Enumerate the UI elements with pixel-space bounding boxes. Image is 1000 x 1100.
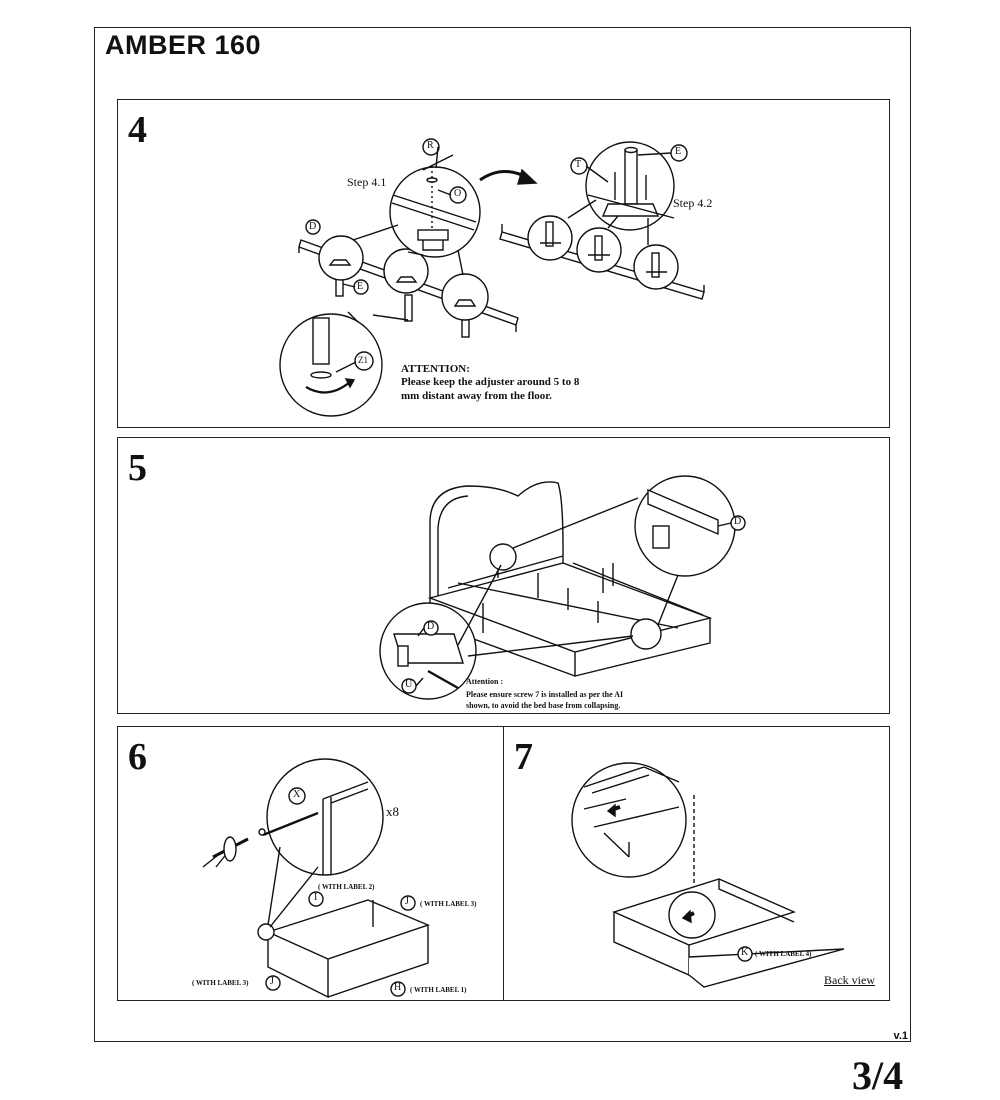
page-number: 3/4 <box>852 1053 904 1098</box>
with-label-2: ( WITH LABEL 2) <box>318 883 375 891</box>
attention-line-1: Please keep the adjuster around 5 to 8 <box>401 376 580 388</box>
step-7-diagram <box>571 762 845 988</box>
count-x8: x8 <box>386 804 399 819</box>
with-label-4: ( WITH LABEL 4) <box>755 950 812 958</box>
step-number: 5 <box>128 447 147 489</box>
attention-line-1: Please ensure screw 7 is installed as pe… <box>466 690 624 699</box>
back-view-caption: Back view <box>824 973 875 987</box>
attention-line-2: mm distant away from the floor. <box>401 390 552 402</box>
label-H: H <box>394 982 402 993</box>
step-7-panel: 7 K ( WITH LABEL 4) Back view <box>503 726 890 1001</box>
document-title: AMBER 160 <box>105 30 262 60</box>
attention-line-2: shown, to avoid the bed base from collap… <box>466 701 621 710</box>
step-6-panel: 6 X I J J H x8 ( WITH LABEL 2) ( WITH LA… <box>117 726 504 1001</box>
step-number: 4 <box>128 109 147 151</box>
attention-title: Attention : <box>466 677 504 686</box>
label-E: E <box>357 281 364 292</box>
step-4-2-caption: Step 4.2 <box>673 196 713 210</box>
label-X: X <box>293 789 301 800</box>
with-label-3a: ( WITH LABEL 3) <box>420 900 477 908</box>
label-T: T <box>575 159 582 170</box>
label-K: K <box>741 947 749 958</box>
label-Z1: Z1 <box>358 355 368 365</box>
label-R: R <box>427 140 434 151</box>
step-4-diagram <box>279 138 705 417</box>
step-number: 7 <box>514 736 533 778</box>
version-label: v.1 <box>893 1030 908 1042</box>
step-5-panel: 5 D D U Attention : Please en <box>117 437 890 714</box>
label-D2: D <box>427 621 435 632</box>
with-label-3b: ( WITH LABEL 3) <box>192 979 249 987</box>
label-J1: J <box>405 896 409 907</box>
step-4-panel: 4 <box>117 99 890 428</box>
label-O: O <box>454 188 462 199</box>
label-D1: D <box>734 516 742 527</box>
step-number: 6 <box>128 736 147 778</box>
step-6-diagram <box>202 758 430 999</box>
label-D: D <box>309 221 317 232</box>
label-E2: E <box>675 146 682 157</box>
label-U: U <box>405 679 413 690</box>
step-4-1-caption: Step 4.1 <box>347 175 387 189</box>
attention-title: ATTENTION: <box>401 363 470 375</box>
step-5-diagram <box>379 475 746 700</box>
page-frame <box>94 27 911 1042</box>
with-label-1: ( WITH LABEL 1) <box>410 986 467 994</box>
label-J2: J <box>270 976 274 987</box>
label-I: I <box>314 892 318 903</box>
